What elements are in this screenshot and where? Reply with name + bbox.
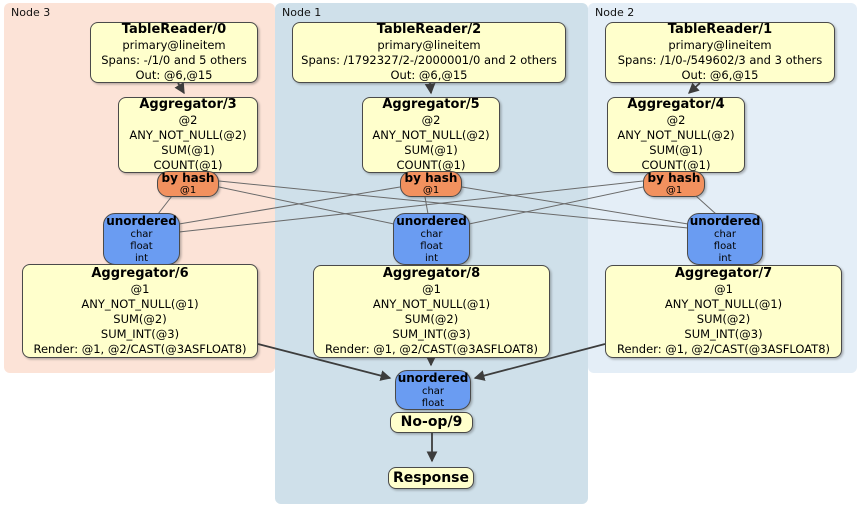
agg-line: COUNT(@1) xyxy=(153,158,223,172)
node3-aggregator-bottom-title: Aggregator/6 xyxy=(91,265,189,281)
node3-label: Node 3 xyxy=(11,6,51,19)
node1-tablereader-box: TableReader/2 primary@lineitem Spans: /1… xyxy=(292,22,566,83)
sync-type: float xyxy=(421,397,445,409)
node1-hash-router-detail: @1 xyxy=(422,185,440,196)
node3-aggregator-bottom-box: Aggregator/6 @1 ANY_NOT_NULL(@1) SUM(@2)… xyxy=(22,264,258,358)
node1-aggregator-bottom-title: Aggregator/8 xyxy=(382,266,481,281)
sync-type: char xyxy=(421,385,445,397)
agg-line: SUM_INT(@3) xyxy=(392,327,471,341)
sync-type: char xyxy=(713,228,737,240)
node2-hash-router: by hash @1 xyxy=(643,171,705,197)
sync-type: float xyxy=(130,240,153,252)
node1-label: Node 1 xyxy=(282,6,322,19)
node2-tablereader-title: TableReader/1 xyxy=(667,22,773,37)
node2-tablereader-index: primary@lineitem xyxy=(668,38,772,52)
node3-unordered-sync: unordered char float int xyxy=(103,213,180,265)
node3-tablereader-index: primary@lineitem xyxy=(122,38,226,52)
agg-line: ANY_NOT_NULL(@2) xyxy=(372,128,490,142)
node2-tablereader-box: TableReader/1 primary@lineitem Spans: /1… xyxy=(605,22,835,83)
node2-aggregator-top-box: Aggregator/4 @2 ANY_NOT_NULL(@2) SUM(@1)… xyxy=(607,97,745,173)
agg-line: @1 xyxy=(714,282,733,296)
node1-tablereader-title: TableReader/2 xyxy=(376,22,482,37)
sync-type: char xyxy=(130,228,153,240)
output-unordered-sync-title: unordered xyxy=(397,370,469,385)
agg-line: SUM(@1) xyxy=(404,143,458,157)
noop-box: No-op/9 xyxy=(390,412,473,433)
node3-unordered-sync-title: unordered xyxy=(106,213,177,228)
node3-tablereader-spans: Spans: -/1/0 and 5 others xyxy=(101,53,247,67)
agg-line: @1 xyxy=(130,281,150,296)
node1-tablereader-index: primary@lineitem xyxy=(377,38,481,52)
node1-tablereader-out: Out: @6,@15 xyxy=(390,68,468,82)
node2-label: Node 2 xyxy=(595,6,635,19)
node1-tablereader-spans: Spans: /1792327/2-/2000001/0 and 2 other… xyxy=(301,53,557,67)
agg-line: SUM(@1) xyxy=(649,143,703,157)
agg-render-line: Render: @1, @2/CAST(@3ASFLOAT8) xyxy=(616,342,831,356)
node1-aggregator-bottom-box: Aggregator/8 @1 ANY_NOT_NULL(@1) SUM(@2)… xyxy=(313,265,550,358)
sync-type: float xyxy=(420,240,443,252)
agg-line: @2 xyxy=(666,113,686,127)
noop-title: No-op/9 xyxy=(400,414,463,430)
agg-line: COUNT(@1) xyxy=(641,158,711,172)
node3-aggregator-top-box: Aggregator/3 @2 ANY_NOT_NULL(@2) SUM(@1)… xyxy=(118,97,258,173)
node3-hash-router: by hash @1 xyxy=(157,171,219,197)
agg-line: SUM(@2) xyxy=(113,311,167,326)
node3-hash-router-title: by hash xyxy=(161,171,215,185)
node2-unordered-sync: unordered char float int xyxy=(687,213,763,265)
node1-aggregator-top-box: Aggregator/5 @2 ANY_NOT_NULL(@2) SUM(@1)… xyxy=(362,97,500,173)
agg-line: SUM(@2) xyxy=(696,312,751,326)
node2-hash-router-title: by hash xyxy=(647,171,701,185)
agg-line: @1 xyxy=(422,282,441,296)
node2-hash-router-detail: @1 xyxy=(665,185,683,196)
agg-line: ANY_NOT_NULL(@2) xyxy=(617,128,735,142)
agg-line: COUNT(@1) xyxy=(396,158,466,172)
node1-hash-router: by hash @1 xyxy=(400,171,462,197)
node1-unordered-sync: unordered char float int xyxy=(393,213,470,265)
output-unordered-sync: unordered char float xyxy=(395,370,471,410)
node3-tablereader-out: Out: @6,@15 xyxy=(135,68,213,82)
node1-hash-router-title: by hash xyxy=(404,171,458,185)
node3-tablereader-title: TableReader/0 xyxy=(121,22,227,37)
agg-line: @2 xyxy=(178,113,198,127)
response-box: Response xyxy=(388,467,474,489)
node3-tablereader-box: TableReader/0 primary@lineitem Spans: -/… xyxy=(90,22,258,83)
agg-line: SUM_INT(@3) xyxy=(100,326,180,341)
sync-type: int xyxy=(424,252,439,264)
sync-type: int xyxy=(718,252,732,264)
agg-render-line: Render: @1, @2/CAST(@3ASFLOAT8) xyxy=(324,342,539,356)
node2-aggregator-top-title: Aggregator/4 xyxy=(627,97,725,112)
node2-unordered-sync-title: unordered xyxy=(689,213,761,228)
agg-line: ANY_NOT_NULL(@1) xyxy=(664,297,783,311)
agg-line: ANY_NOT_NULL(@1) xyxy=(372,297,491,311)
node2-tablereader-out: Out: @6,@15 xyxy=(681,68,759,82)
node3-hash-router-detail: @1 xyxy=(179,185,197,196)
agg-line: SUM(@2) xyxy=(404,312,459,326)
node2-aggregator-bottom-box: Aggregator/7 @1 ANY_NOT_NULL(@1) SUM(@2)… xyxy=(605,265,842,358)
node2-tablereader-spans: Spans: /1/0-/549602/3 and 3 others xyxy=(617,53,823,67)
agg-line: @2 xyxy=(421,113,441,127)
node2-aggregator-bottom-title: Aggregator/7 xyxy=(674,266,773,281)
response-title: Response xyxy=(392,469,470,486)
sync-type: char xyxy=(420,228,443,240)
sync-type: int xyxy=(134,252,149,264)
sync-type: float xyxy=(713,240,737,252)
agg-line: SUM_INT(@3) xyxy=(684,327,763,341)
node1-unordered-sync-title: unordered xyxy=(396,213,467,228)
agg-line: ANY_NOT_NULL(@1) xyxy=(81,296,199,311)
agg-line: ANY_NOT_NULL(@2) xyxy=(129,128,247,142)
agg-render-line: Render: @1, @2/CAST(@3ASFLOAT8) xyxy=(33,341,247,356)
node3-aggregator-top-title: Aggregator/3 xyxy=(139,97,237,112)
agg-line: SUM(@1) xyxy=(161,143,215,157)
node1-aggregator-top-title: Aggregator/5 xyxy=(382,97,480,112)
